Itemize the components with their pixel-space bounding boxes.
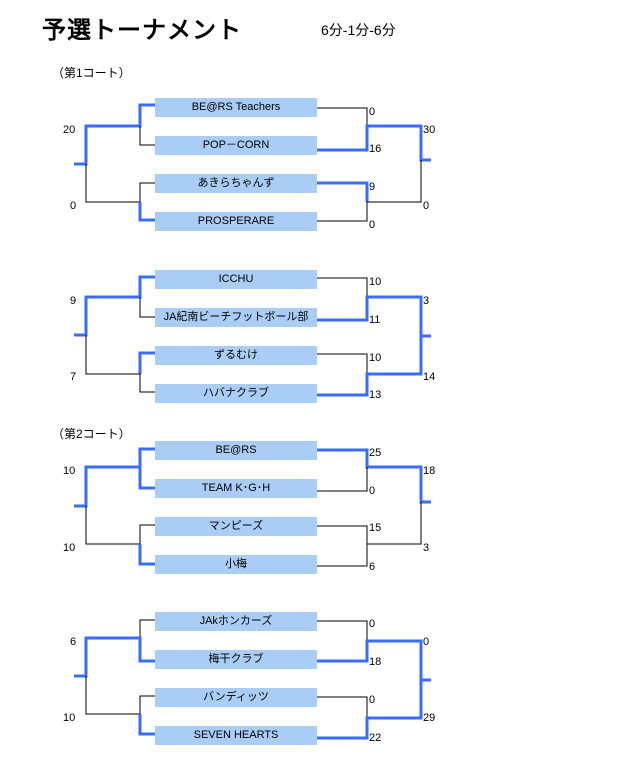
match-score: 16 xyxy=(369,143,382,155)
match-score: 6 xyxy=(369,561,376,573)
team-box: あきらちゃんず xyxy=(155,174,317,193)
team-box: PROSPERARE xyxy=(155,212,317,231)
bracket-line xyxy=(139,297,155,318)
page-title: 予選トーナメント xyxy=(42,16,242,44)
bracket-line xyxy=(139,126,155,146)
match-score: 14 xyxy=(423,371,436,383)
bracket-line xyxy=(317,678,431,740)
court-1-label: （第1コート） xyxy=(52,66,131,80)
match-score: 22 xyxy=(369,732,382,744)
bracket-line xyxy=(317,107,368,126)
match-score: 18 xyxy=(369,656,382,668)
team-box: POP－CORN xyxy=(155,136,317,155)
bracket-line xyxy=(74,103,155,166)
team-box: BE@RS xyxy=(155,441,317,460)
bracket-line xyxy=(74,636,155,678)
bracket-line xyxy=(138,467,155,490)
bracket-line xyxy=(317,467,368,492)
match-score: 10 xyxy=(63,542,76,554)
bracket-line xyxy=(74,447,155,508)
match-score: 0 xyxy=(369,219,376,231)
team-box: TEAM K･G･H xyxy=(155,479,317,498)
bracket-line xyxy=(85,676,155,715)
match-score: 15 xyxy=(369,522,382,534)
team-box: ICCHU xyxy=(155,270,317,289)
team-box: 小梅 xyxy=(155,555,317,574)
bracket-line xyxy=(138,714,155,736)
team-box: バンディッツ xyxy=(155,688,317,707)
bracket-line xyxy=(85,164,155,203)
bracket-line xyxy=(317,620,368,641)
bracket-line xyxy=(317,353,368,374)
team-box: JAkホンカーズ xyxy=(155,612,317,631)
match-score: 10 xyxy=(63,465,76,477)
match-score: 0 xyxy=(369,694,376,706)
match-score: 29 xyxy=(423,712,436,724)
bracket-line xyxy=(317,525,368,544)
match-score: 10 xyxy=(369,352,382,364)
match-score: 0 xyxy=(423,636,430,648)
bracket-line xyxy=(317,277,368,297)
match-score: 0 xyxy=(369,618,376,630)
match-score: 9 xyxy=(369,181,376,193)
bracket-line xyxy=(317,334,431,397)
match-score: 30 xyxy=(423,124,436,136)
team-box: BE@RS Teachers xyxy=(155,98,317,117)
team-box: ハバナクラブ xyxy=(155,384,317,403)
match-score: 0 xyxy=(369,485,376,497)
match-score: 3 xyxy=(423,542,430,554)
team-box: JA紀南ビーチフットボール部 xyxy=(155,308,317,327)
match-score: 13 xyxy=(369,389,382,401)
bracket-line xyxy=(85,335,155,393)
bracket-line xyxy=(138,202,155,222)
match-score: 0 xyxy=(369,106,376,118)
team-box: ずるむけ xyxy=(155,346,317,365)
match-score: 10 xyxy=(63,712,76,724)
match-score: 11 xyxy=(369,314,381,326)
bracket-line xyxy=(138,351,155,374)
bracket-line xyxy=(74,275,155,337)
match-score: 7 xyxy=(70,371,77,383)
bracket-line xyxy=(139,619,155,638)
court-2-label: （第2コート） xyxy=(52,427,131,441)
bracket-line xyxy=(138,544,155,566)
bracket-line xyxy=(317,502,422,567)
match-score: 25 xyxy=(369,447,382,459)
match-score: 18 xyxy=(423,465,436,477)
match-score: 6 xyxy=(70,636,77,648)
team-box: 梅干クラブ xyxy=(155,650,317,669)
bracket-line xyxy=(317,181,369,202)
match-score: 10 xyxy=(369,276,382,288)
match-score: 9 xyxy=(70,295,77,307)
match-score: 0 xyxy=(70,200,77,212)
team-box: SEVEN HEARTS xyxy=(155,726,317,745)
match-score: 20 xyxy=(63,124,76,136)
bracket-line xyxy=(85,506,155,545)
match-score: 3 xyxy=(423,295,430,307)
match-format: 6分-1分-6分 xyxy=(321,22,396,38)
bracket-line xyxy=(317,696,368,718)
team-box: マンピーズ xyxy=(155,517,317,536)
match-score: 0 xyxy=(423,200,430,212)
